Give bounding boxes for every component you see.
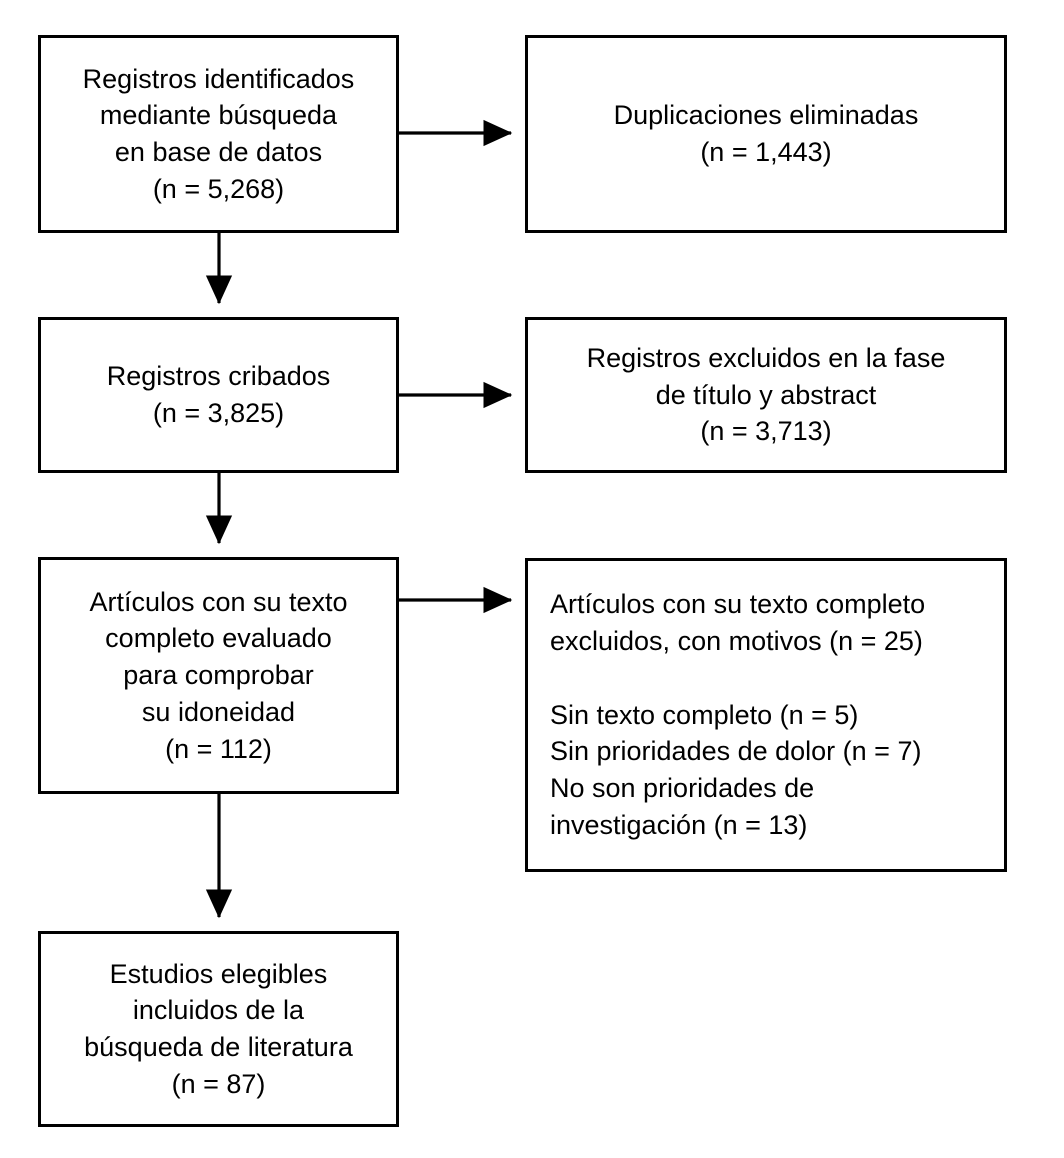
box-articulos-texto-completo-excluidos: Artículos con su texto completo excluido… — [525, 558, 1007, 872]
box-registros-identificados: Registros identificados mediante búsqued… — [38, 35, 399, 233]
box-registros-identificados-text: Registros identificados mediante búsqued… — [82, 63, 355, 204]
box-estudios-elegibles-incluidos: Estudios elegibles incluidos de la búsqu… — [38, 931, 399, 1127]
box-estudios-elegibles-incluidos-text: Estudios elegibles incluidos de la búsqu… — [84, 958, 353, 1099]
box-registros-excluidos-titulo-abstract: Registros excluidos en la fase de título… — [525, 317, 1007, 473]
box-registros-excluidos-titulo-abstract-text: Registros excluidos en la fase de título… — [586, 342, 946, 447]
box-articulos-texto-completo-evaluado-text: Artículos con su texto completo evaluado… — [89, 586, 348, 764]
box-registros-cribados: Registros cribados (n = 3,825) — [38, 317, 399, 473]
box-duplicaciones-eliminadas: Duplicaciones eliminadas (n = 1,443) — [525, 35, 1007, 233]
box-registros-cribados-text: Registros cribados (n = 3,825) — [106, 361, 331, 428]
box-articulos-texto-completo-excluidos-text: Artículos con su texto completo excluido… — [550, 589, 926, 840]
box-duplicaciones-eliminadas-text: Duplicaciones eliminadas (n = 1,443) — [613, 100, 919, 167]
box-articulos-texto-completo-evaluado: Artículos con su texto completo evaluado… — [38, 557, 399, 794]
